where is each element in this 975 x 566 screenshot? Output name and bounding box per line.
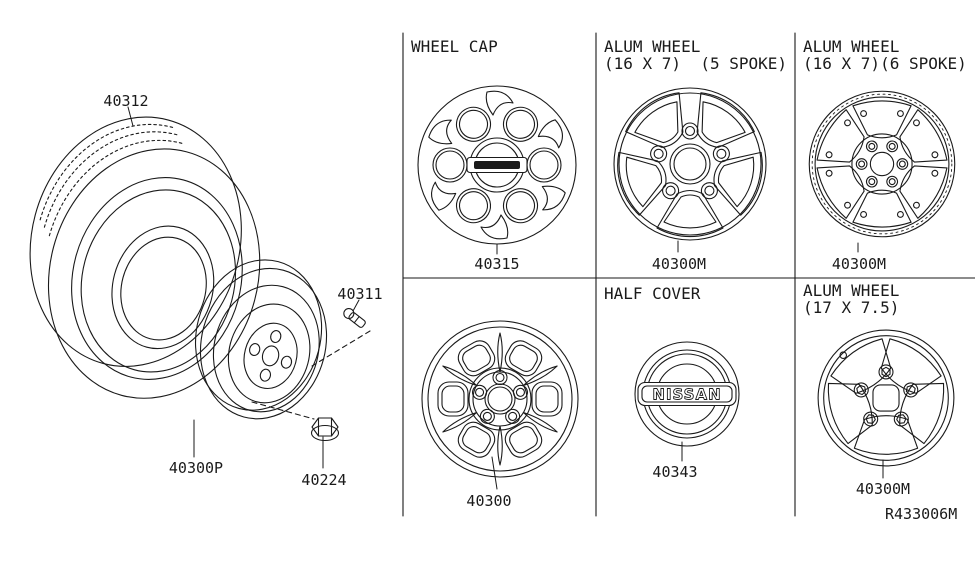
cell-title-wheel-cap: WHEEL CAP	[411, 37, 498, 56]
part-label-steel-wheel: 40300	[466, 492, 512, 510]
half-cover-drawing: NISSAN	[635, 342, 739, 446]
part-label-half-cover: 40343	[652, 463, 698, 481]
grid-lines	[403, 33, 975, 516]
part-label-tire: 40312	[103, 92, 149, 110]
nissan-logo-text: NISSAN	[652, 386, 721, 404]
assembly-dashed-lines	[252, 331, 370, 419]
part-label-wheel-cap: 40315	[474, 255, 520, 273]
part-label-alum-5spoke: 40300M	[651, 255, 707, 273]
alum-wheel-6spoke-drawing	[809, 91, 955, 237]
part-label-lug-nut: 40224	[301, 471, 347, 489]
steel-wheel-front-drawing	[422, 321, 578, 477]
steel-wheel-side-drawing	[177, 246, 345, 433]
part-label-alum-17: 40300M	[855, 480, 911, 498]
drawing-ref-code: R433006M	[885, 505, 958, 523]
part-label-valve: 40311	[337, 285, 383, 303]
leader-lines	[128, 107, 883, 489]
part-label-alum-6spoke: 40300M	[831, 255, 887, 273]
alum-wheel-5spoke-drawing	[610, 85, 770, 240]
cell-title-alum-5spoke: ALUM WHEEL(16 X 7) (5 SPOKE)	[604, 37, 788, 73]
part-label-wheel-assy: 40300P	[168, 459, 224, 477]
wheel-cap-drawing	[418, 86, 576, 244]
cell-title-half-cover: HALF COVER	[604, 284, 701, 303]
tire-drawing	[0, 93, 294, 422]
lug-nut-drawing	[312, 418, 339, 441]
valve-stem-drawing	[342, 307, 367, 330]
cell-title-alum-17: ALUM WHEEL(17 X 7.5)	[803, 281, 900, 317]
alum-wheel-17-drawing	[818, 330, 954, 466]
cell-title-alum-6spoke: ALUM WHEEL(16 X 7)(6 SPOKE)	[803, 37, 967, 73]
